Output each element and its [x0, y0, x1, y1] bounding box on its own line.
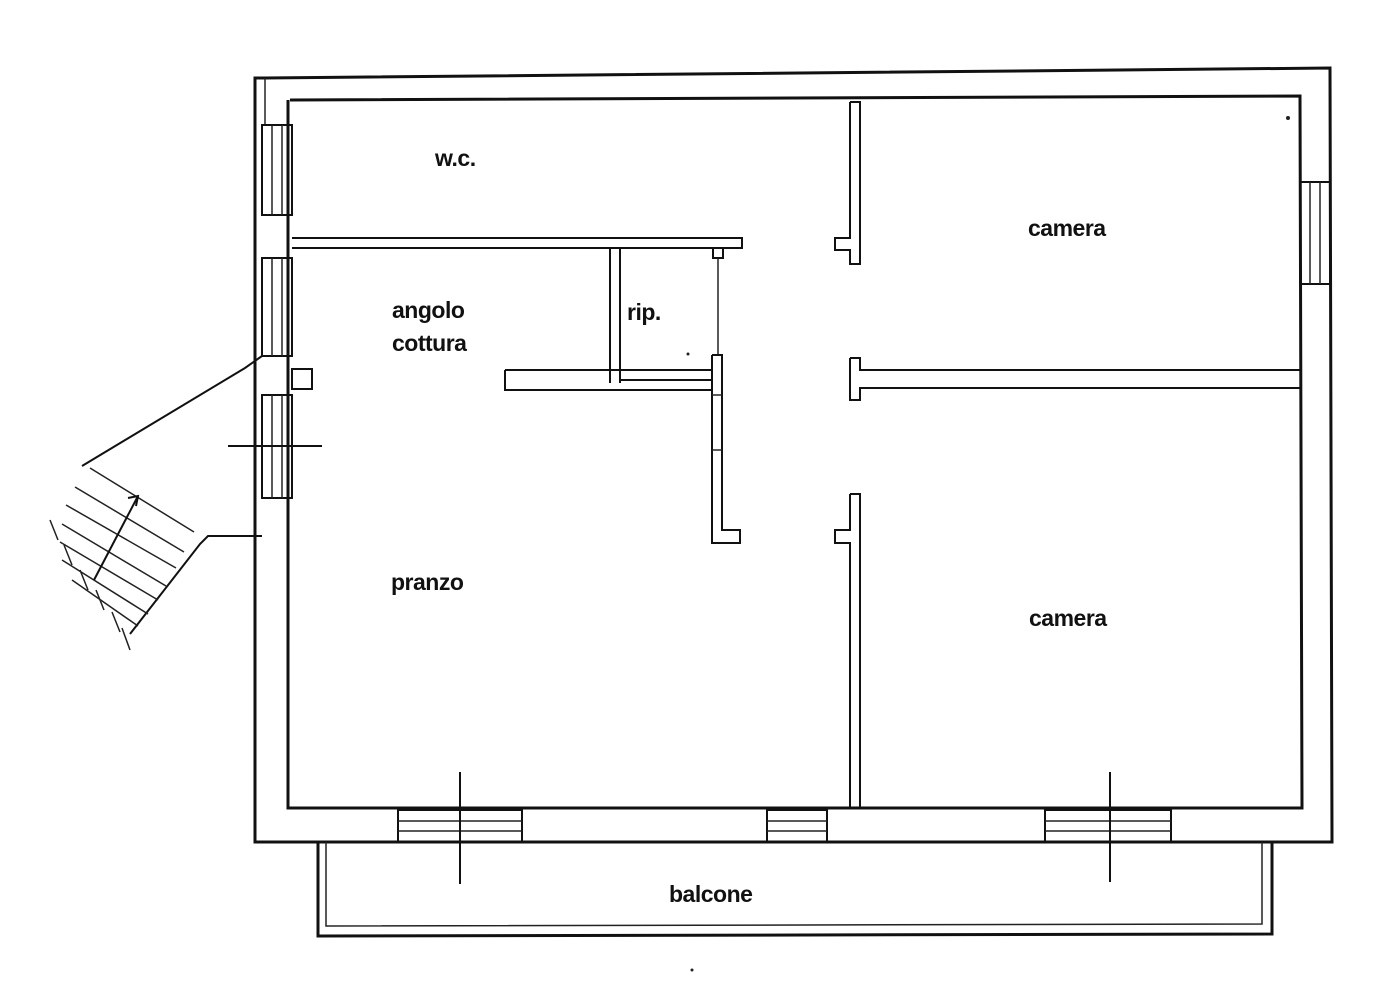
speck: [1286, 116, 1290, 120]
external-stair: [49, 355, 263, 651]
speck: [686, 352, 690, 356]
label-camera-bottom: camera: [1029, 605, 1107, 631]
bottom-wall-openings: [397, 772, 1172, 884]
right-wall-window: [1299, 181, 1331, 285]
label-wc: w.c.: [434, 145, 476, 171]
interior-walls: [292, 101, 1300, 809]
label-camera-top: camera: [1028, 215, 1106, 241]
label-angolo-cottura-line2: cottura: [392, 330, 467, 356]
label-ripostiglio: rip.: [627, 299, 661, 325]
label-balcone: balcone: [669, 881, 752, 907]
balcony: [316, 842, 1274, 938]
label-angolo-cottura-line1: angolo: [392, 297, 465, 323]
label-pranzo: pranzo: [391, 569, 464, 595]
speck: [690, 968, 694, 972]
outer-walls: [253, 66, 1334, 844]
left-wall-openings: [228, 124, 322, 499]
